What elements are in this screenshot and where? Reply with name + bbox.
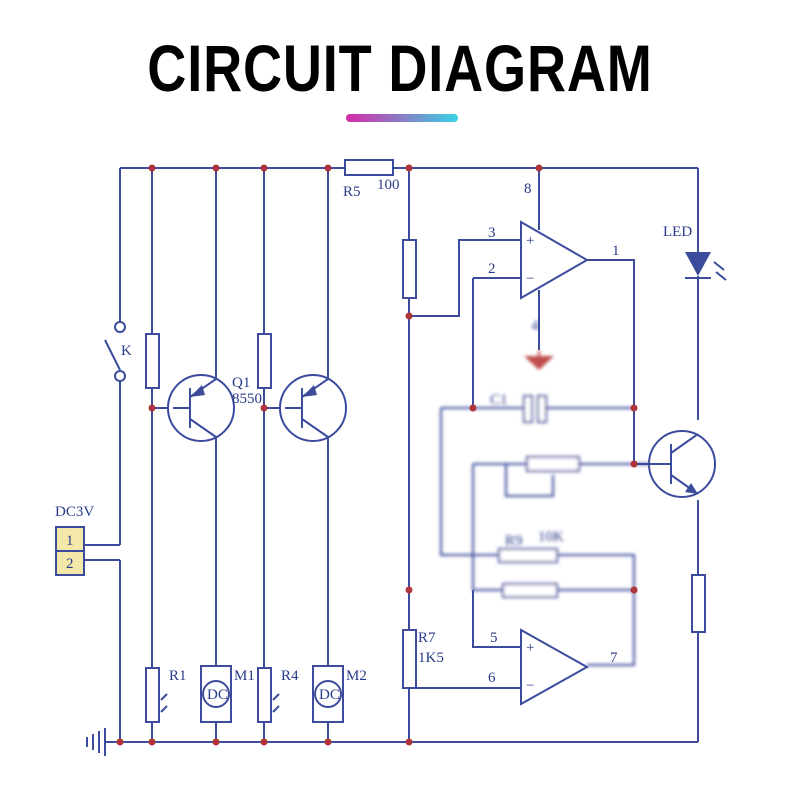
m1-dc: DC [207,687,228,703]
op-amp-2 [520,628,590,706]
op1-pin1: 1 [612,243,620,259]
op1-pin2: 2 [488,261,496,277]
connector-pin1: 1 [66,533,74,549]
q1-type: 8550 [232,391,262,407]
transistor-q2 [279,374,347,442]
supply-left-wire [85,168,121,742]
ground-icon-opamp [524,350,554,370]
op-amp-1 [520,220,590,300]
resistor-right [691,574,706,633]
r1-label: R1 [169,668,187,684]
branch2-wire [263,168,285,742]
r9-label: R9 [505,533,523,549]
r9-value: 10K [538,529,564,545]
transistor-output [634,430,716,498]
switch-k-label: K [121,343,132,359]
op2-pin5: 5 [490,630,498,646]
led-label: LED [663,224,692,240]
op1-plus: + [526,233,534,249]
led-icon [685,252,727,281]
resistor-center [402,239,417,299]
m2-dc: DC [319,687,340,703]
r5-value: 100 [377,177,400,193]
page-title: CIRCUIT DIAGRAM [147,31,653,105]
connector-pin2: 2 [66,556,74,572]
photoresistor-r1 [145,667,160,723]
resistor-branch1 [145,333,160,389]
op2-pin7: 7 [610,650,618,666]
motor-m1 [200,665,232,723]
resistor-r5 [344,159,394,176]
dc3v-label: DC3V [55,504,94,520]
motor-m2 [312,665,344,723]
op2-plus: + [526,640,534,656]
op1-pin4: 4 [531,318,539,334]
r1-light-arrows [160,693,168,713]
title-underline [346,114,458,122]
resistor-branch2 [257,333,272,389]
junction-dots [116,164,638,746]
op1-pin8: 8 [524,181,532,197]
transistor-q1 [167,374,235,442]
r4-label: R4 [281,668,299,684]
switch-k-contact-bottom [114,370,126,382]
switch-k-contact-top [114,321,126,333]
resistor-r7 [402,629,417,689]
m2-label: M2 [346,668,367,684]
r7-label: R7 [418,630,436,646]
op2-minus: − [526,678,534,694]
r4-light-arrows [272,693,280,713]
m1-label: M1 [234,668,255,684]
op1-minus: − [526,271,534,287]
op1-pin3: 3 [488,225,496,241]
r5-label: R5 [343,184,361,200]
q1-label: Q1 [232,375,250,391]
branch1-wire [151,168,173,742]
photoresistor-r4 [257,667,272,723]
op2-pin6: 6 [488,670,496,686]
op1-wires [409,168,635,464]
blurred-network [440,395,698,666]
op2-wires [409,590,521,689]
c1-label: C1 [490,392,508,408]
r7-value: 1K5 [418,650,444,666]
switch-k [104,339,121,371]
ground-icon [86,728,106,756]
